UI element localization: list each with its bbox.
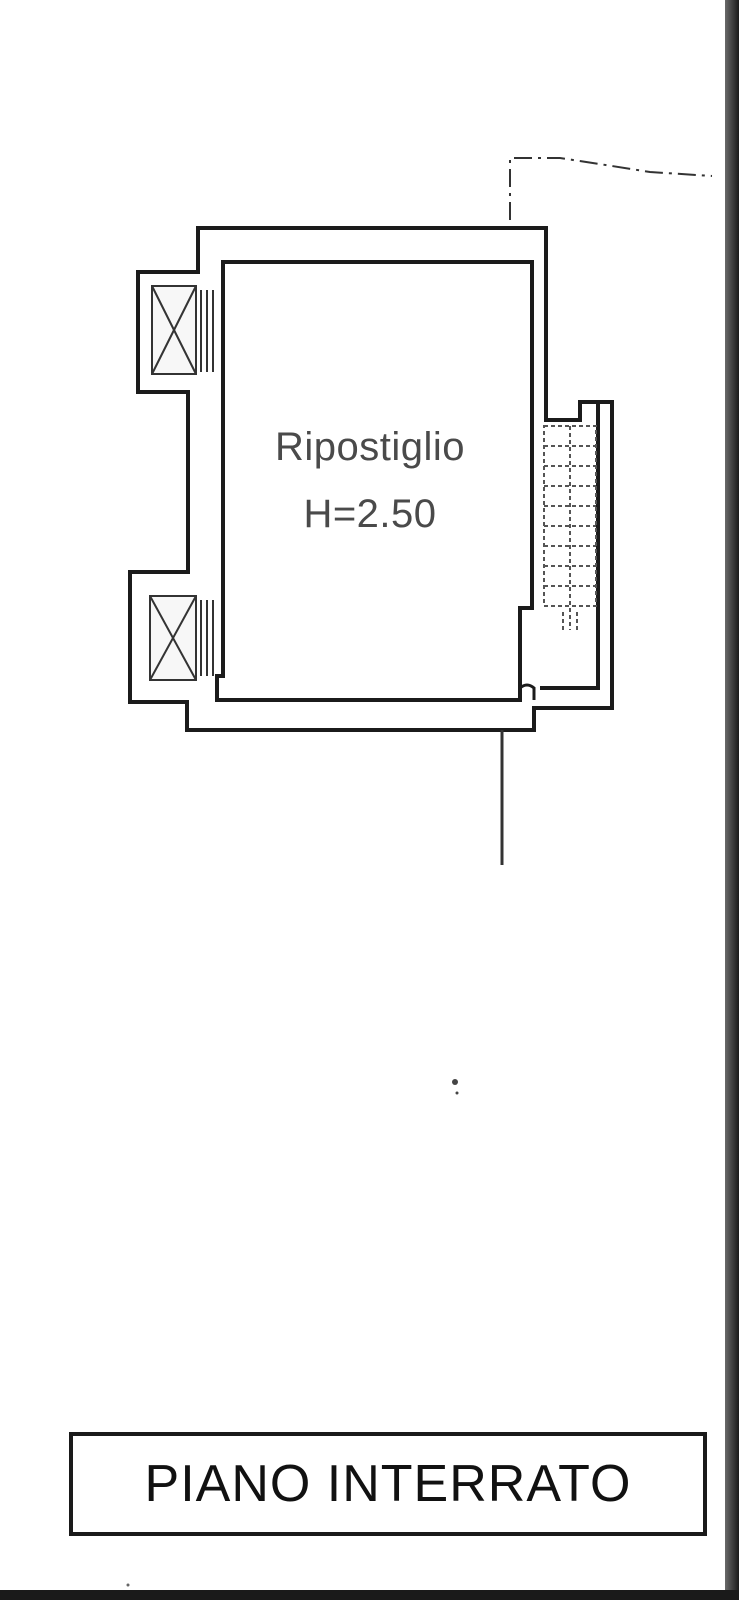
outer-wall xyxy=(128,226,614,732)
scan-speck xyxy=(126,1583,130,1587)
staircase xyxy=(543,425,597,630)
door-notch xyxy=(518,683,536,700)
plan-title-box: PIANO INTERRATO xyxy=(69,1432,707,1536)
leader-line-top xyxy=(509,157,713,220)
scan-edge-bottom xyxy=(0,1590,739,1600)
stair-wall xyxy=(540,404,600,690)
inner-wall xyxy=(215,260,534,702)
room-name-label: Ripostiglio xyxy=(274,425,466,469)
room-height-label: H=2.50 xyxy=(303,492,437,536)
scan-speck xyxy=(455,1091,459,1095)
window-bottom xyxy=(149,595,214,681)
window-top xyxy=(151,285,214,375)
scan-edge-right xyxy=(725,0,739,1600)
scan-speck xyxy=(452,1079,458,1085)
plan-title: PIANO INTERRATO xyxy=(144,1455,632,1513)
